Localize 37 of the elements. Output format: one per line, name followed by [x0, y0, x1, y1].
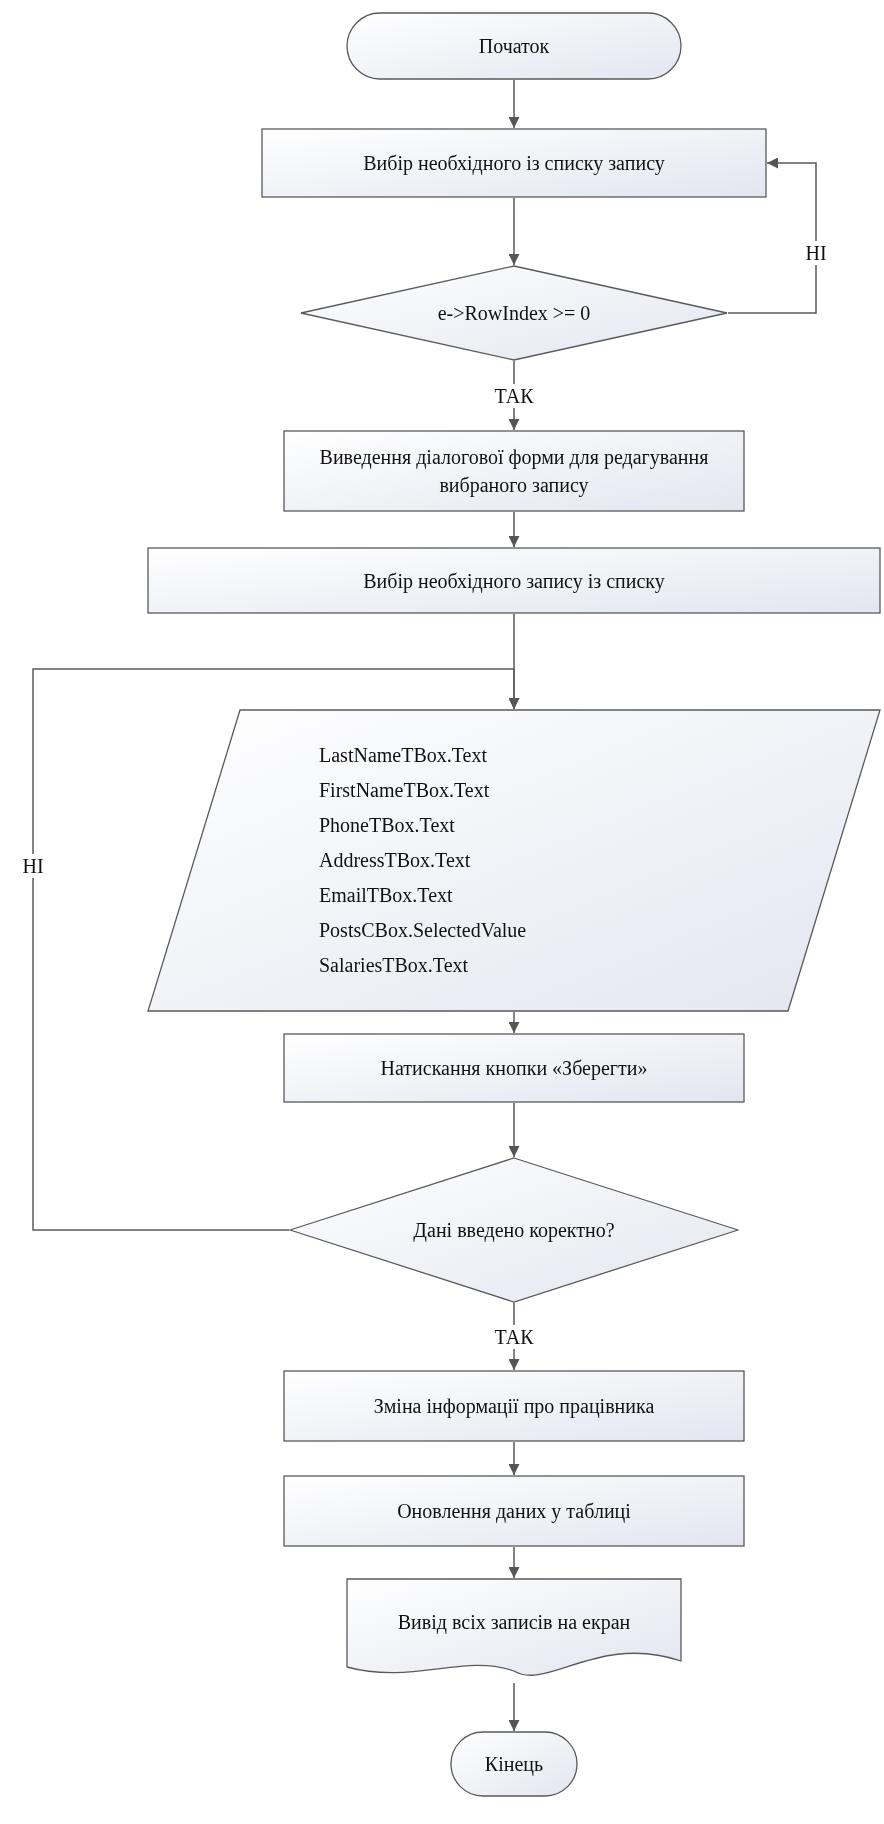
- node-text: LastNameTBox.Text: [319, 743, 488, 768]
- arrow: [508, 1682, 520, 1732]
- arrow: [508, 1102, 520, 1158]
- node-text: Зміна інформації про працівника: [373, 1394, 655, 1420]
- arrow: [508, 1441, 520, 1476]
- node-text: Вибір необхідного із списку запису: [363, 151, 665, 177]
- node-text: AddressTBox.Text: [319, 848, 472, 873]
- node-text: EmailTBox.Text: [319, 883, 454, 908]
- process-box: [283, 1370, 745, 1442]
- node-text: Дані введено коректно?: [413, 1218, 615, 1244]
- arrow: [32, 668, 520, 1231]
- process-box: [283, 430, 745, 512]
- node-text: SalariesTBox.Text: [319, 953, 470, 978]
- arrow: [727, 157, 817, 314]
- node-text: e->RowIndex >= 0: [437, 301, 591, 326]
- node-text: PhoneTBox.Text: [319, 813, 456, 838]
- node-text: FirstNameTBox.Text: [319, 778, 491, 803]
- arrow: [508, 511, 520, 548]
- arrow: [508, 1546, 520, 1579]
- node-text: Початок: [478, 34, 550, 59]
- decision-diamond: [289, 1157, 739, 1303]
- arrow: [508, 1011, 520, 1034]
- node-text: Натискання кнопки «Зберегти»: [380, 1056, 648, 1082]
- process-box: [283, 1033, 745, 1103]
- process-box: [261, 128, 767, 198]
- arrow: [508, 197, 520, 266]
- node-text: Виведення діалогової форми для редагування вибраного запису: [318, 445, 710, 499]
- decision-diamond: [300, 265, 728, 361]
- process-box: [283, 1475, 745, 1547]
- process-box: [147, 547, 881, 614]
- node-text: Вибір необхідного запису із списку: [363, 568, 665, 595]
- node-text: Вивід всіх записів на екран: [397, 1609, 631, 1636]
- node-text: PostsCBox.SelectedValue: [319, 918, 528, 943]
- node-text: Оновлення даних у таблиці: [397, 1499, 631, 1525]
- arrow: [508, 79, 520, 129]
- node-text: Кінець: [484, 1752, 544, 1778]
- input-parallelogram: [147, 709, 881, 1012]
